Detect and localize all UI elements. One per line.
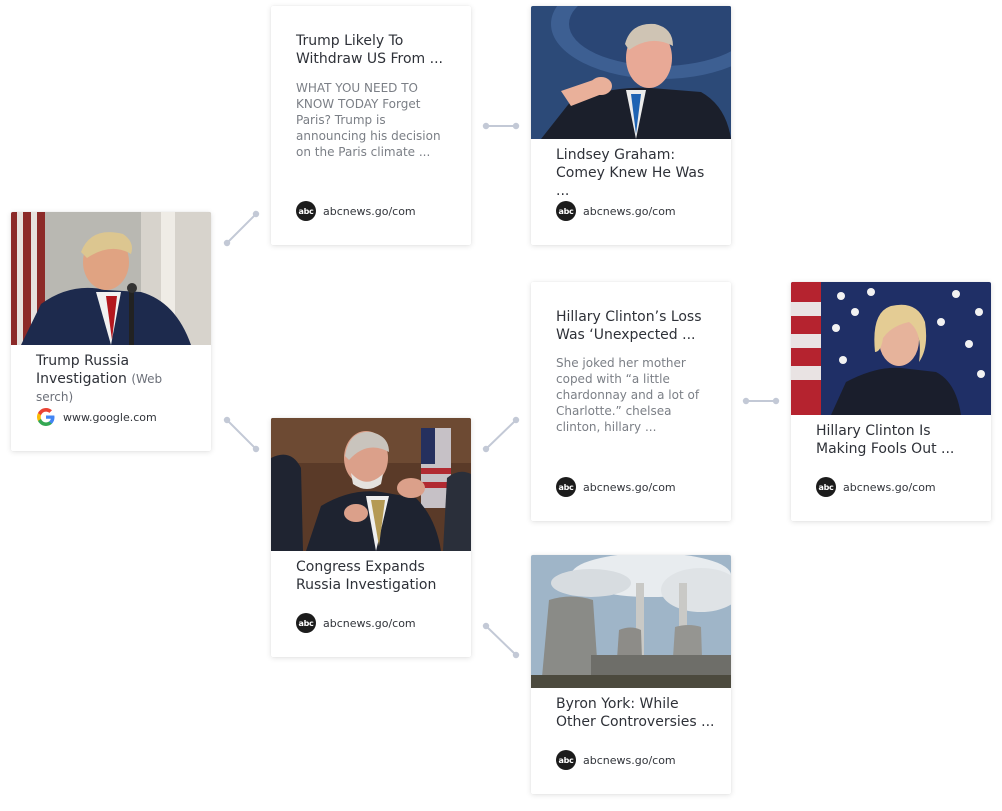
connector-congress-to-byron [485, 625, 517, 656]
congressman-speaking-image [271, 418, 471, 551]
result-card-congress-expands[interactable]: Congress Expands Russia Investigation ab… [271, 418, 471, 657]
source-domain: abcnews.go/com [583, 204, 676, 218]
card-title[interactable]: Congress Expands Russia Investigation [296, 559, 437, 593]
card-title[interactable]: Hillary Clinton’s Loss Was ‘Unexpected .… [556, 309, 702, 343]
abc-logo-icon: abc [556, 750, 576, 770]
cooling-towers-image [531, 555, 731, 688]
result-card-byron-york[interactable]: Byron York: While Other Controversies ..… [531, 555, 731, 794]
card-source[interactable]: abc abcnews.go/com [296, 613, 416, 633]
card-source[interactable]: abc abcnews.go/com [556, 477, 676, 497]
abc-logo-icon: abc [556, 477, 576, 497]
card-title[interactable]: Byron York: While Other Controversies ..… [556, 696, 715, 730]
abc-logo-icon: abc [816, 477, 836, 497]
card-source[interactable]: abc abcnews.go/com [816, 477, 936, 497]
connector-congress-to-hillary-loss [485, 419, 517, 450]
source-domain: abcnews.go/com [583, 480, 676, 494]
google-g-icon [37, 408, 55, 426]
card-title-text[interactable]: Trump Russia Investigation [36, 353, 130, 387]
source-domain: abcnews.go/com [323, 616, 416, 630]
result-card-trump-russia[interactable]: Trump Russia Investigation (Web serch) w… [11, 212, 211, 451]
card-title[interactable]: Hillary Clinton Is Making Fools Out ... [816, 423, 955, 457]
connector-trump-to-congress [226, 419, 257, 450]
card-source[interactable]: www.google.com [36, 407, 157, 427]
result-card-hillary-fools[interactable]: Hillary Clinton Is Making Fools Out ... … [791, 282, 991, 521]
trump-podium-image [11, 212, 211, 345]
card-title-suffix: (Web serch) [36, 372, 163, 404]
abc-logo-icon: abc [296, 201, 316, 221]
abc-logo-icon: abc [296, 613, 316, 633]
source-domain: abcnews.go/com [583, 753, 676, 767]
source-domain: www.google.com [63, 410, 157, 424]
source-domain: abcnews.go/com [323, 204, 416, 218]
source-domain: abcnews.go/com [843, 480, 936, 494]
card-snippet: She joked her mother coped with “a littl… [556, 356, 700, 434]
connector-trump-to-paris [226, 213, 257, 244]
card-source[interactable]: abc abcnews.go/com [556, 201, 676, 221]
card-snippet: WHAT YOU NEED TO KNOW TODAY Forget Paris… [296, 81, 441, 159]
card-source[interactable]: abc abcnews.go/com [556, 750, 676, 770]
card-title[interactable]: Trump Russia Investigation (Web serch) [36, 352, 199, 406]
hillary-flag-image [791, 282, 991, 415]
card-source[interactable]: abc abcnews.go/com [296, 201, 416, 221]
result-card-hillary-loss[interactable]: Hillary Clinton’s Loss Was ‘Unexpected .… [531, 282, 731, 521]
press-briefing-image [531, 6, 731, 139]
card-title[interactable]: Trump Likely To Withdraw US From ... [296, 33, 443, 67]
result-card-lindsey-graham[interactable]: Lindsey Graham: Comey Knew He Was ... ab… [531, 6, 731, 245]
abc-logo-icon: abc [556, 201, 576, 221]
card-title[interactable]: Lindsey Graham: Comey Knew He Was ... [556, 147, 705, 199]
result-card-trump-paris[interactable]: Trump Likely To Withdraw US From ... WHA… [271, 6, 471, 245]
